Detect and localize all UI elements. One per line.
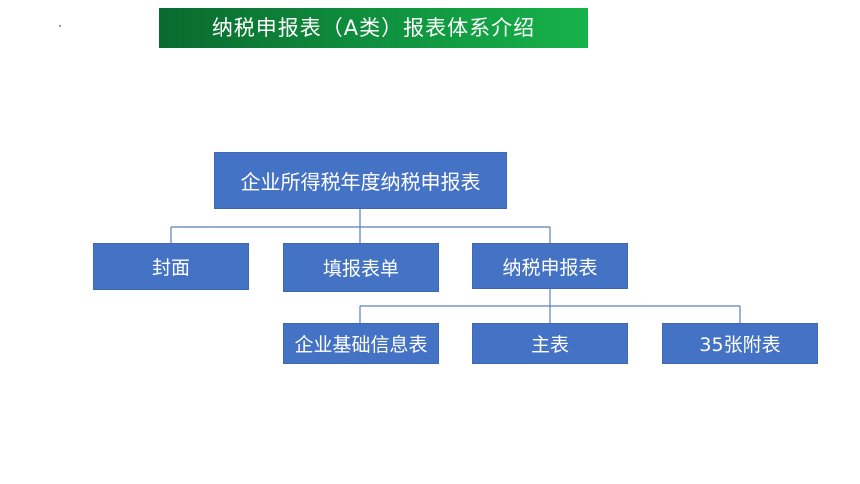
- node-main-form: 主表: [472, 323, 628, 364]
- node-cover: 封面: [93, 243, 249, 290]
- node-form-list: 填报表单: [283, 243, 439, 292]
- node-basic-info: 企业基础信息表: [283, 323, 439, 364]
- node-tax-return: 纳税申报表: [472, 243, 628, 289]
- decorative-dot: [59, 25, 61, 27]
- node-root: 企业所得税年度纳税申报表: [214, 152, 507, 209]
- page-title: 纳税申报表（A类）报表体系介绍: [159, 8, 588, 48]
- node-schedules: 35张附表: [662, 323, 818, 364]
